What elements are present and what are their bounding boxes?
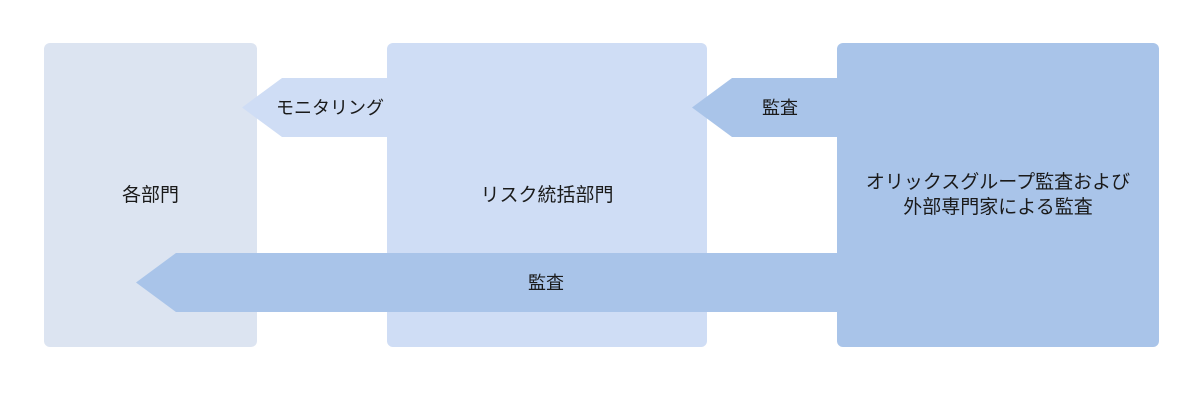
audit-arrow-top-label: 監査 (762, 98, 798, 118)
box-group-audit: オリックスグループ監査および 外部専門家による監査 (837, 43, 1159, 347)
box-risk-management-label: リスク統括部門 (480, 184, 614, 206)
box-group-audit-label: オリックスグループ監査および 外部専門家による監査 (866, 170, 1130, 220)
box-group-audit-label-line1: オリックスグループ監査および (865, 172, 1131, 193)
monitoring-arrow-label: モニタリング (276, 98, 384, 118)
audit-left-arrow-bottom (136, 253, 837, 312)
audit-arrow-bottom-label: 監査 (528, 273, 564, 293)
box-group-audit-label-line2: 外部専門家による監査 (903, 197, 1093, 218)
box-departments-label: 各部門 (121, 184, 179, 206)
